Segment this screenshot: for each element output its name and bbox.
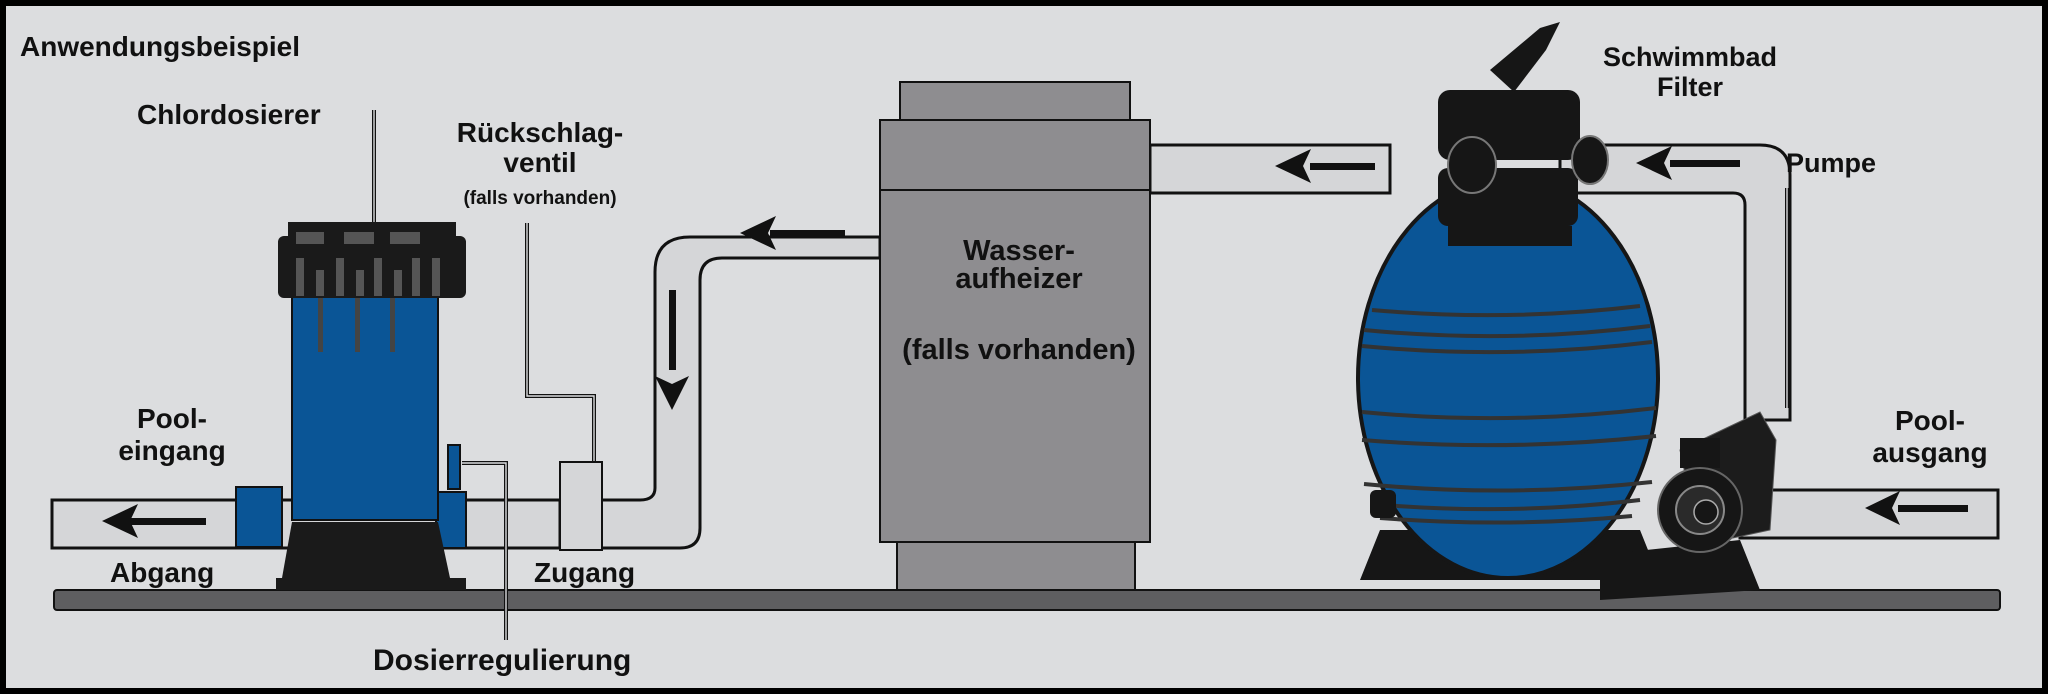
label-chlorinator: Chlordosierer (137, 99, 321, 130)
label-filter-2: Filter (1657, 72, 1724, 102)
flow-arrows (102, 146, 1968, 538)
label-check-valve-1: Rückschlag- (457, 117, 624, 148)
label-filter-1: Schwimmbad (1603, 42, 1777, 72)
label-pool-inlet-2: eingang (118, 435, 225, 466)
label-outlet: Abgang (110, 557, 214, 588)
arrow-left-icon (102, 504, 206, 538)
check-valve[interactable] (559, 461, 603, 551)
diagram-title: Anwendungsbeispiel (20, 31, 300, 62)
water-heater[interactable] (879, 81, 1151, 591)
label-heater-1: Wasser- (963, 235, 1075, 267)
pump[interactable] (1600, 411, 1777, 600)
label-pool-outlet-1: Pool- (1895, 405, 1965, 436)
arrow-left-icon (1636, 146, 1740, 180)
labels: Anwendungsbeispiel Chlordosierer Rücksch… (20, 31, 1988, 677)
label-pool-inlet-1: Pool- (137, 403, 207, 434)
pipe-pool-outlet (1738, 488, 2000, 540)
label-pump: Pumpe (1786, 148, 1876, 178)
leader-lines (372, 110, 1789, 640)
sand-filter[interactable] (1356, 22, 1660, 580)
label-check-valve-2: ventil (503, 147, 576, 178)
label-pool-outlet-2: ausgang (1872, 437, 1987, 468)
label-dosing: Dosierregulierung (373, 644, 631, 677)
arrow-down-icon (655, 290, 689, 410)
label-heater-note: (falls vorhanden) (902, 334, 1136, 366)
chlorinator[interactable] (235, 222, 467, 590)
label-inlet: Zugang (534, 557, 635, 588)
arrow-left-icon (740, 216, 845, 250)
label-heater-2: aufheizer (955, 263, 1082, 295)
arrow-left-icon (1865, 491, 1968, 525)
label-check-valve-note: (falls vorhanden) (463, 188, 616, 209)
arrow-left-icon (1275, 149, 1375, 183)
